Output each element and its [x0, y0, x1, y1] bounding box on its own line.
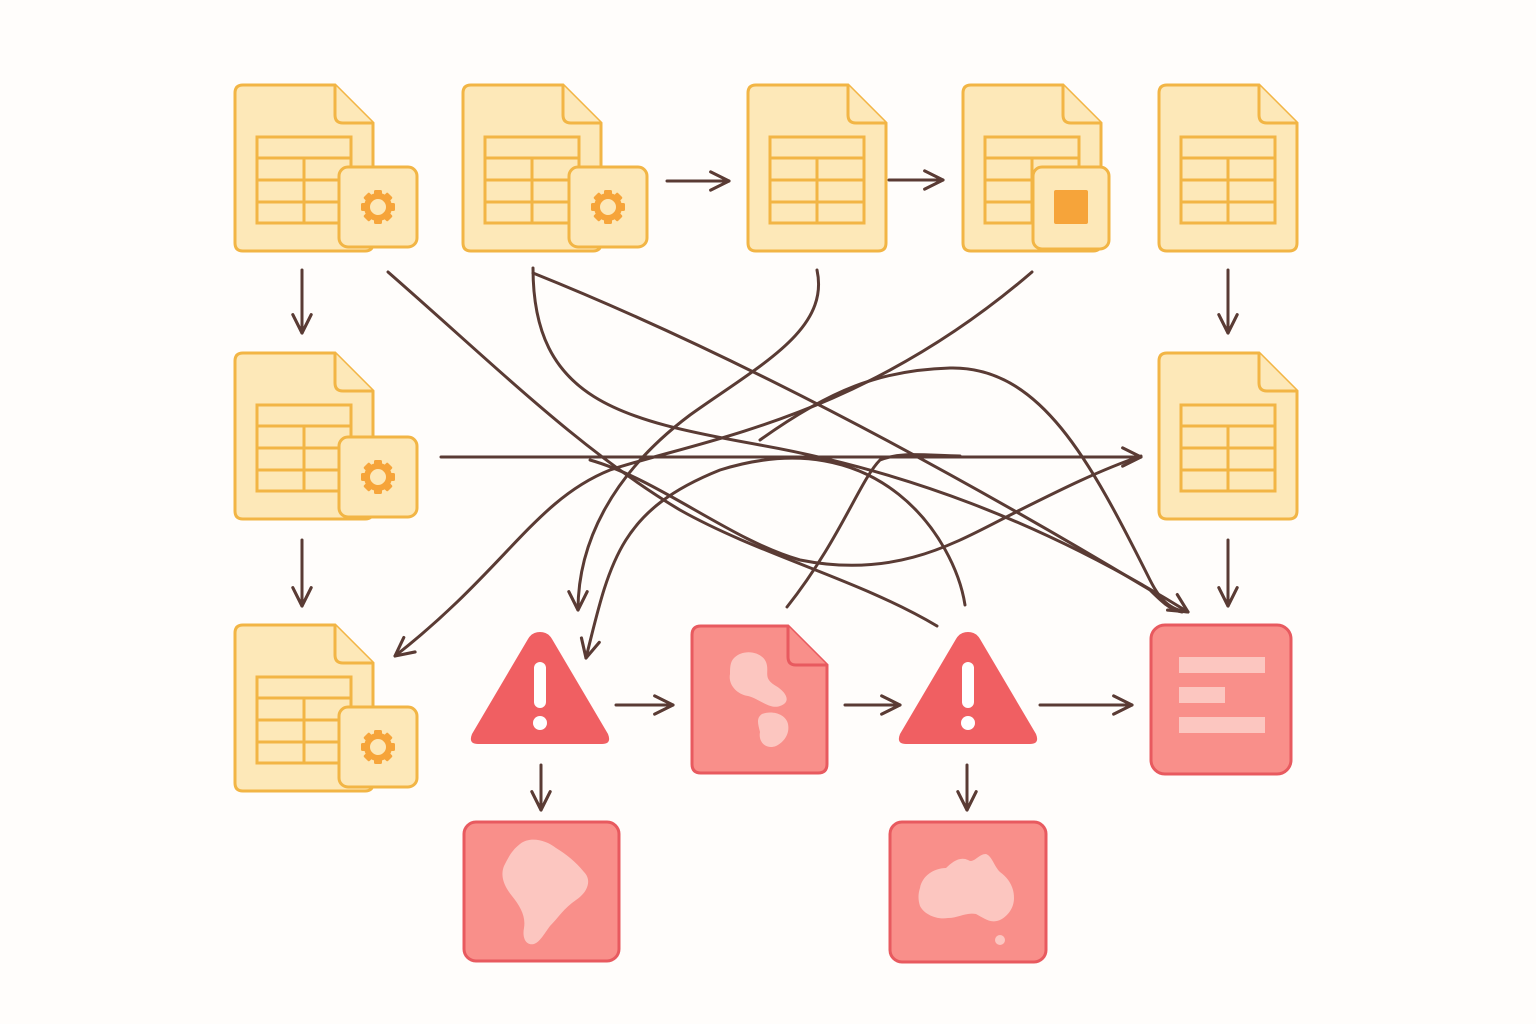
node-sheet-block-4 [961, 83, 1111, 253]
node-map-australia [888, 820, 1048, 964]
gear-icon [339, 437, 417, 517]
edge-sheet-gear-1-to-warning-2 [386, 270, 939, 628]
node-report-1 [1149, 623, 1293, 776]
spreadsheet-icon [1157, 83, 1299, 253]
edge-sheet-3-to-warning-1 [567, 268, 820, 612]
landmass-shape [729, 652, 787, 707]
node-sheet-gear-8 [233, 623, 417, 793]
south-america-shape [502, 839, 589, 945]
edge-sheet-block-4-to-sheet-gear-8 [393, 270, 1034, 658]
australia-shape [918, 854, 1014, 922]
edge-warning-2-to-warning-1 [579, 456, 967, 660]
gear-icon [569, 167, 647, 247]
spreadsheet-icon [746, 83, 888, 253]
block-icon [1031, 165, 1111, 251]
node-warning-2 [898, 632, 1038, 744]
node-sheet-3 [746, 83, 888, 253]
gear-icon [339, 167, 417, 247]
node-sheet-5 [1157, 83, 1299, 253]
edge-loop-right [588, 454, 1143, 567]
landmass-shape [758, 712, 789, 748]
edge-sheet-gear-2-to-report-1-a [531, 266, 1190, 614]
tasmania-shape [995, 935, 1005, 945]
spreadsheet-icon [1157, 351, 1299, 521]
edge-map-file-1-to-sheet-7 [785, 453, 962, 609]
edges-curved [386, 266, 1190, 660]
node-sheet-gear-1 [233, 83, 417, 253]
node-map-south-america [462, 820, 621, 963]
gear-icon [339, 707, 417, 787]
node-sheet-gear-6 [233, 351, 417, 521]
warning-icon [898, 632, 1038, 744]
edge-loop-arc [758, 366, 1190, 614]
node-sheet-gear-2 [461, 83, 647, 253]
node-sheet-7 [1157, 351, 1299, 521]
edge-sheet-gear-2-to-report-1-b [531, 271, 1184, 614]
node-map-file-1 [690, 624, 829, 775]
